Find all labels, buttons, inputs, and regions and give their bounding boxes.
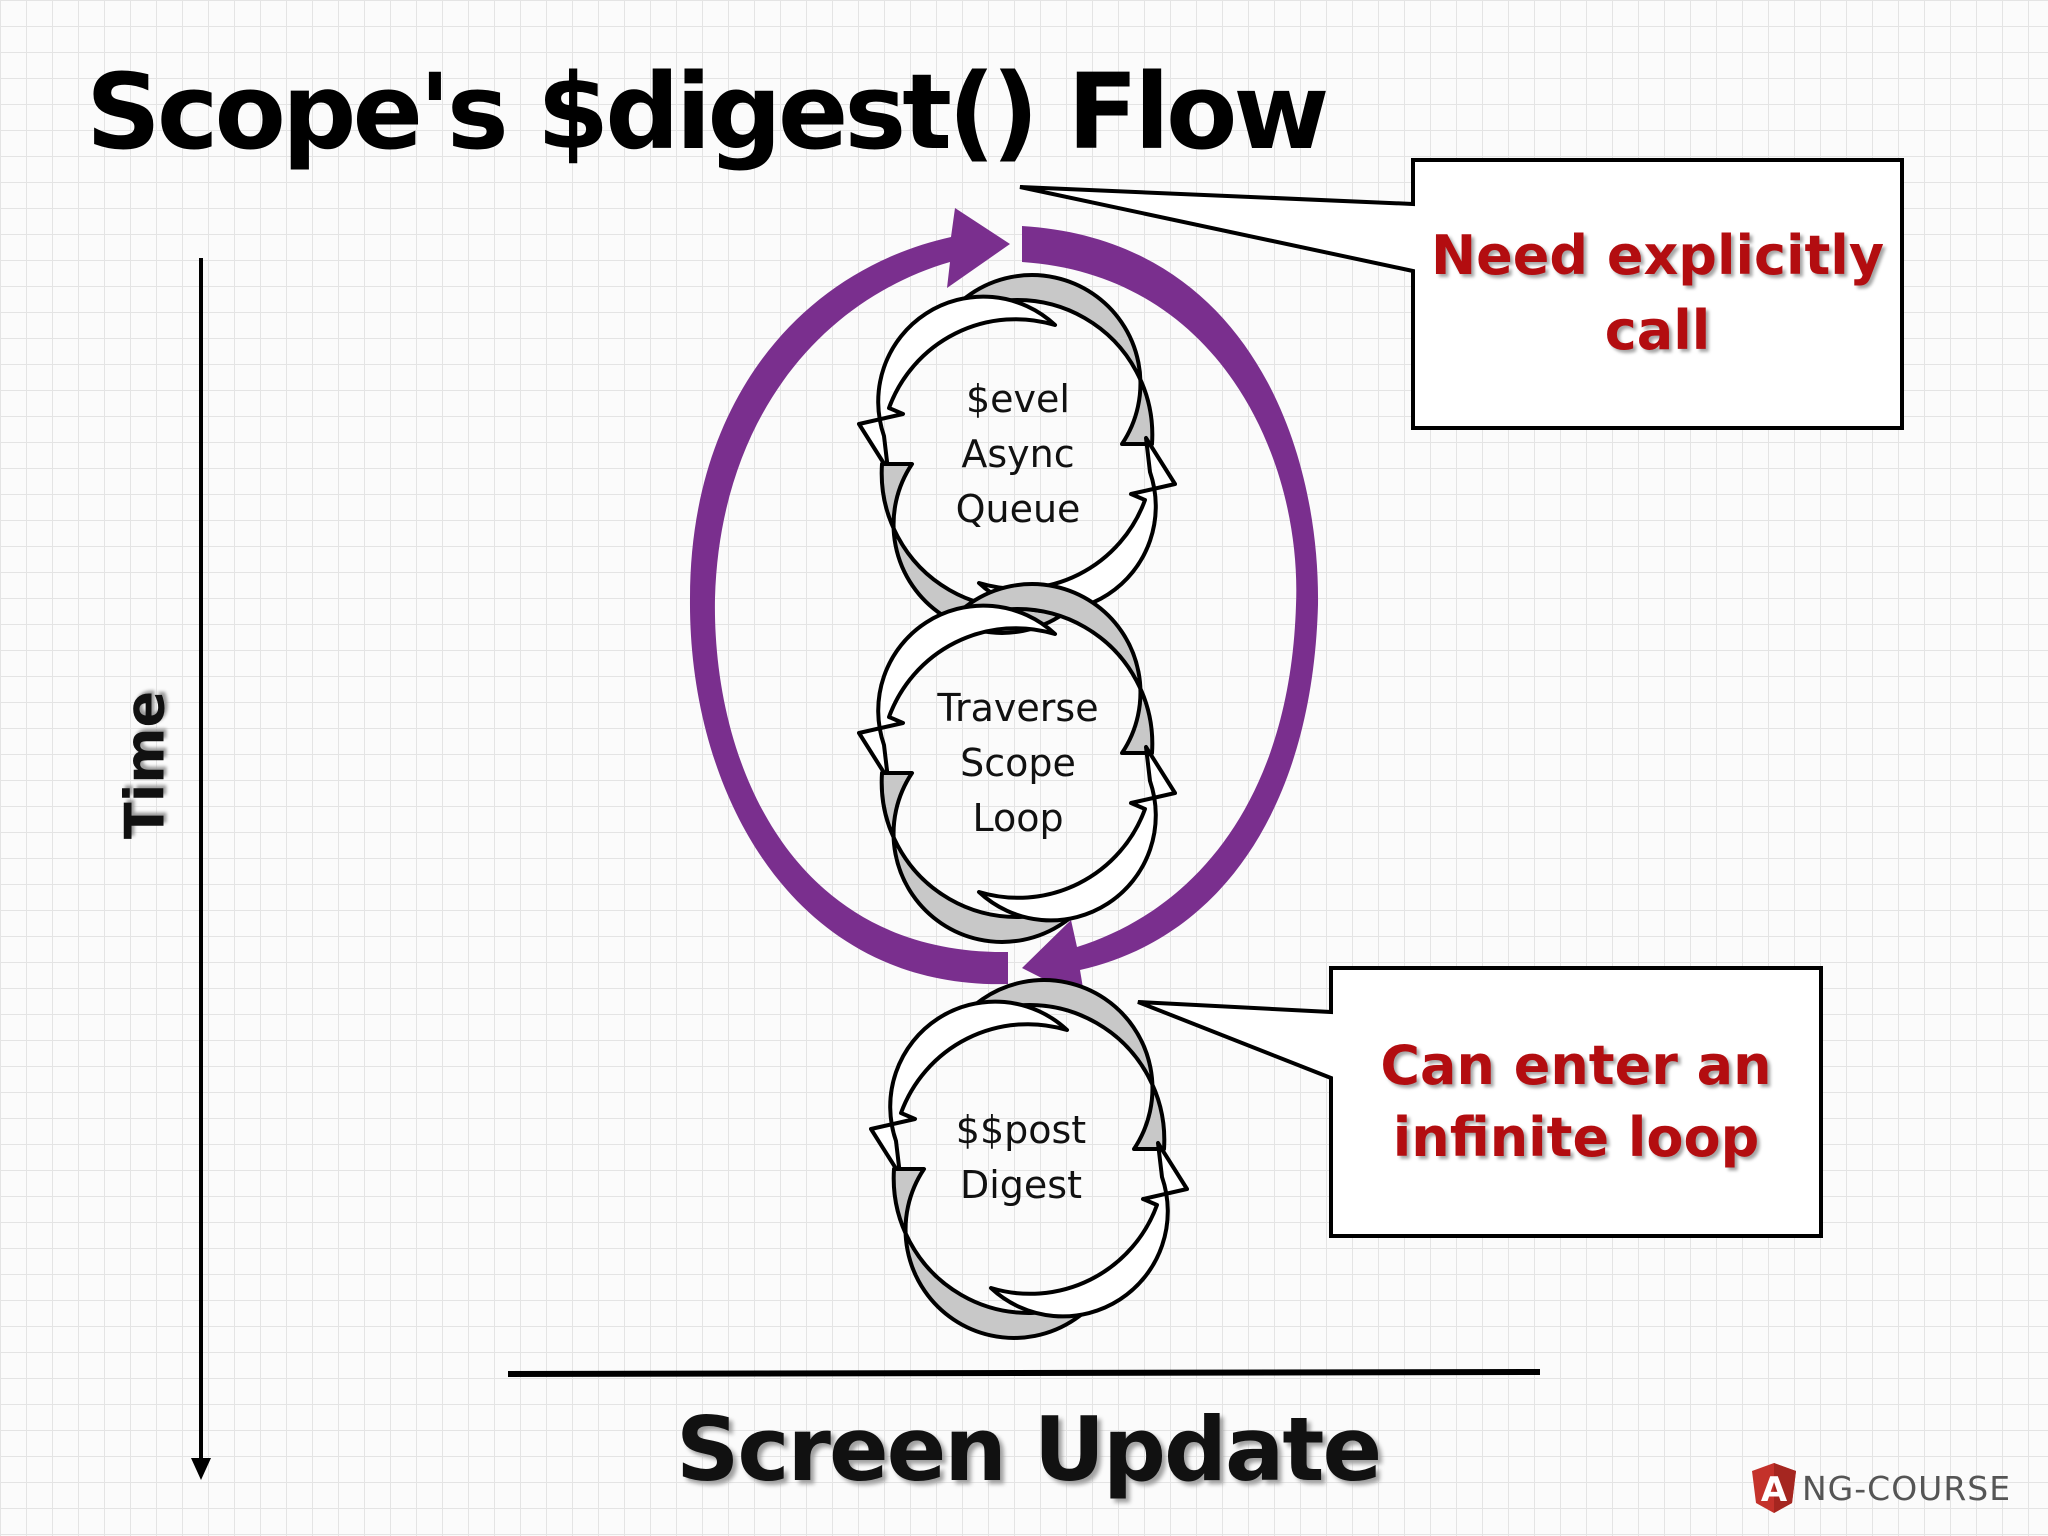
logo-text: NG-COURSE	[1802, 1468, 2012, 1508]
eval-async-queue-line-1: $evel	[966, 377, 1070, 421]
post-digest-line-1: $$post	[955, 1108, 1087, 1152]
slide-title: Scope's $digest() Flow	[86, 51, 1329, 173]
post-digest-label: $$post Digest	[901, 1103, 1141, 1213]
time-axis-arrowhead	[191, 1458, 211, 1480]
screen-update-label: Screen Update	[676, 1398, 1382, 1501]
angular-shield-icon: A	[1752, 1463, 1796, 1513]
eval-async-queue-line-3: Queue	[955, 487, 1081, 531]
callout-explicit-call-text: Need explicitly call	[1413, 218, 1902, 368]
logo-letter: A	[1761, 1470, 1788, 1510]
time-axis-label: Time	[113, 690, 177, 840]
callout-explicit-call-box	[1019, 158, 1904, 430]
callout-infinite-loop-line-2: infinite loop	[1392, 1106, 1760, 1169]
callout-infinite-loop-text: Can enter an infinite loop	[1331, 1030, 1821, 1174]
eval-async-queue-line-2: Async	[961, 432, 1075, 476]
traverse-scope-loop-label: Traverse Scope Loop	[898, 681, 1138, 846]
post-digest-line-2: Digest	[959, 1163, 1082, 1207]
callout-explicit-call-line-2: call	[1604, 299, 1711, 362]
callout-infinite-loop-line-1: Can enter an	[1380, 1034, 1772, 1097]
screen-update-line	[507, 1369, 1541, 1377]
traverse-scope-loop-line-1: Traverse	[937, 686, 1099, 730]
callout-infinite-loop-box	[1137, 966, 1823, 1238]
traverse-scope-loop-line-2: Scope	[960, 741, 1076, 785]
traverse-scope-loop-line-3: Loop	[972, 796, 1064, 840]
ng-course-logo: A NG-COURSE	[1750, 1460, 2030, 1516]
callout-explicit-call-line-1: Need explicitly	[1430, 224, 1885, 287]
eval-async-queue-label: $evel Async Queue	[898, 372, 1138, 537]
